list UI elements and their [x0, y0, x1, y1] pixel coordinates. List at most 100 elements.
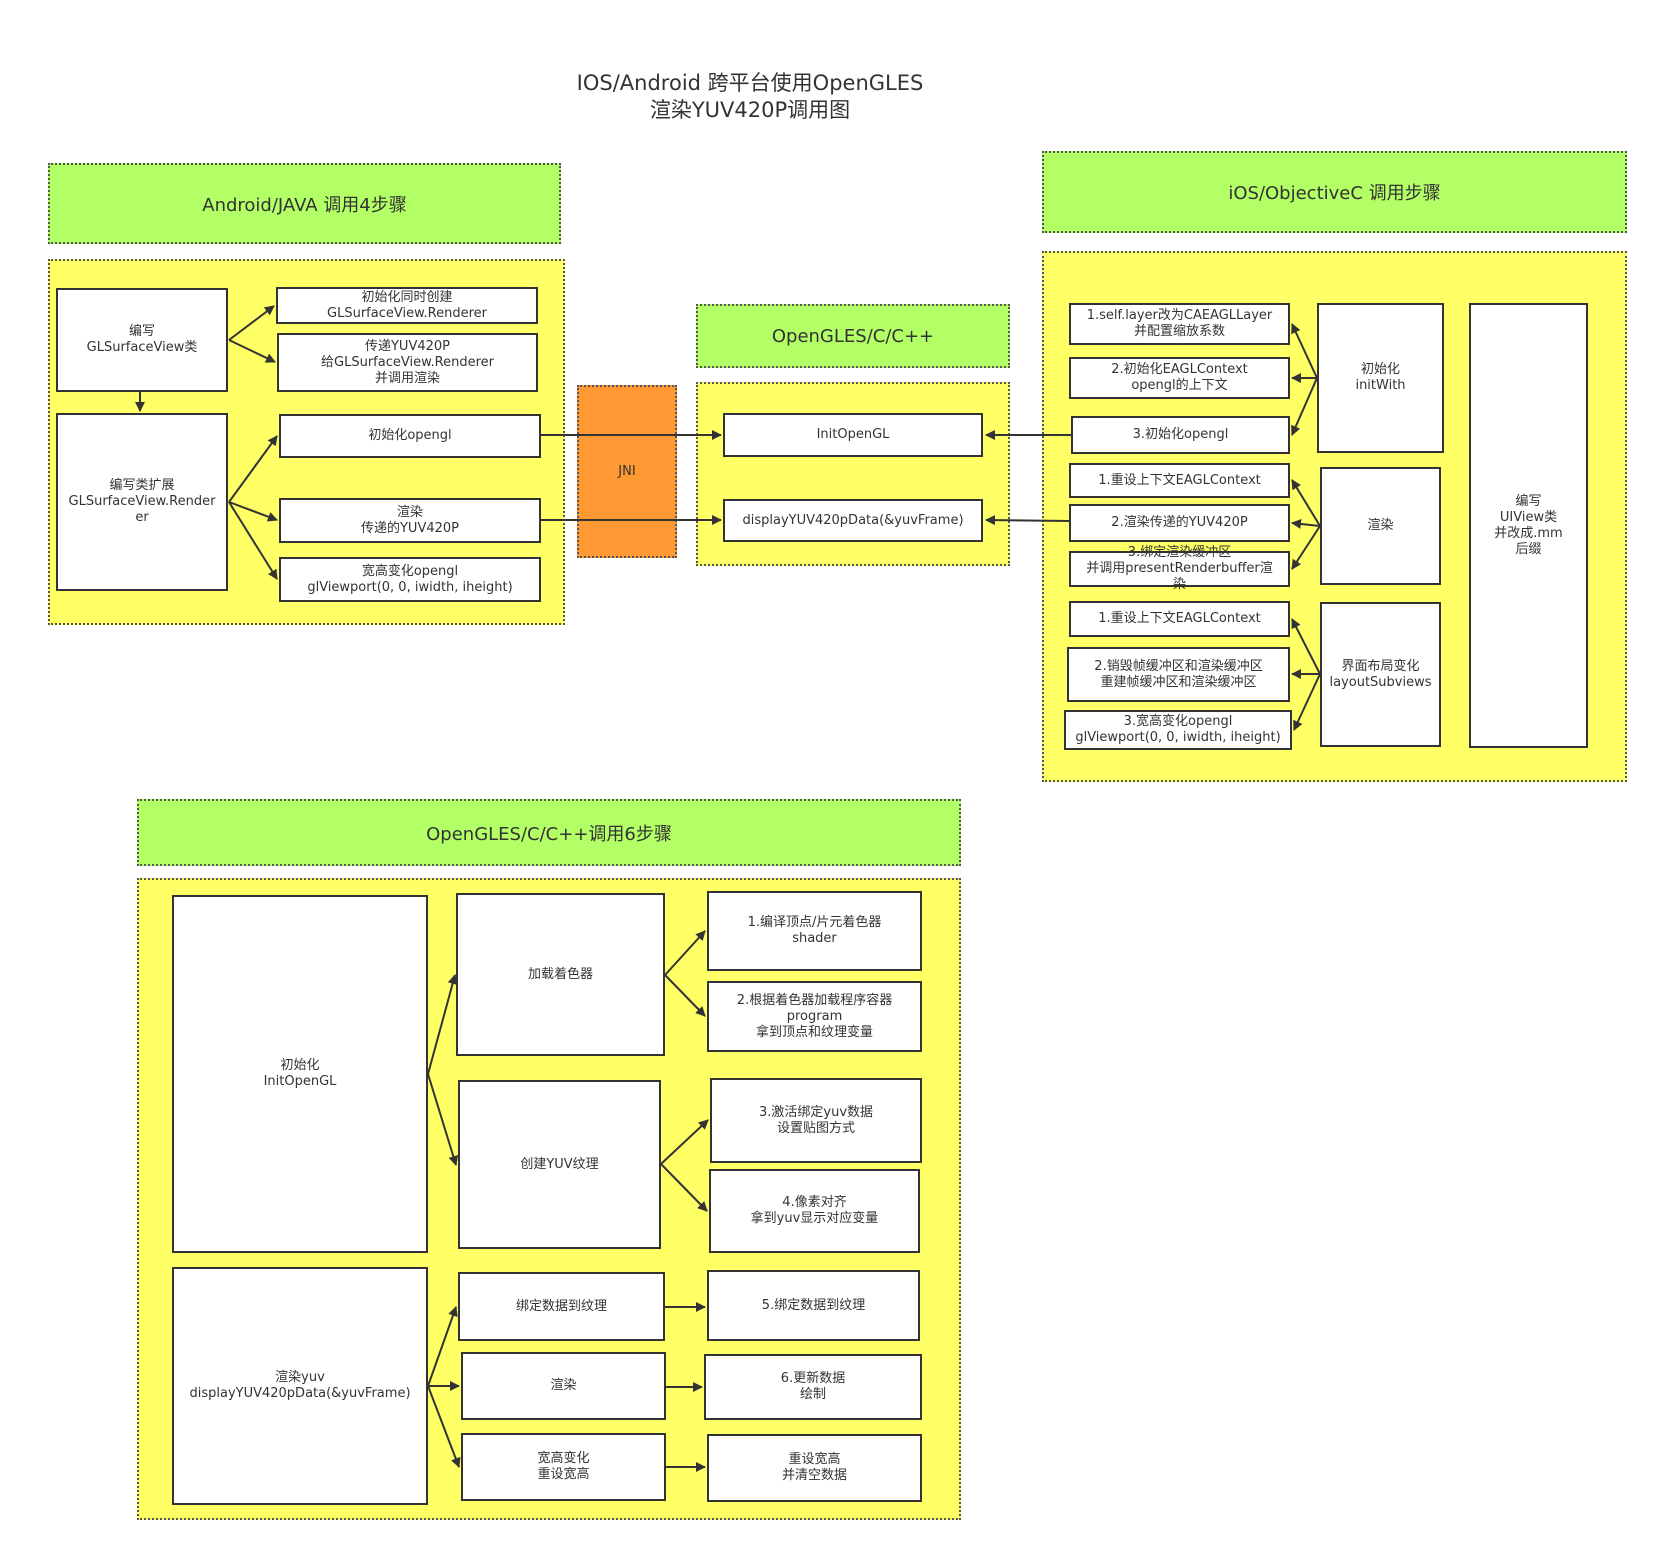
- box-line: 拿到yuv显示对应变量: [750, 1211, 879, 1226]
- box-ios-s3: 3.初始化opengl: [1071, 416, 1290, 454]
- box-android-init-opengl: 初始化opengl: [279, 414, 541, 458]
- box-line: 4.像素对齐: [782, 1195, 847, 1210]
- box-line: 重建帧缓冲区和渲染缓冲区: [1100, 674, 1257, 690]
- box-line: initWith: [1355, 378, 1406, 393]
- ios-header: iOS/ObjectiveC 调用步骤: [1042, 151, 1627, 233]
- box-line: 2.根据着色器加载程序容器: [736, 992, 893, 1008]
- box-line: glViewport(0, 0, iwidth, iheight): [1075, 730, 1281, 745]
- android-header: Android/JAVA 调用4步骤: [48, 163, 561, 244]
- box-line: 并调用渲染: [374, 370, 440, 386]
- box-line: 初始化opengl: [368, 428, 452, 443]
- connector-arrow: [1291, 323, 1318, 379]
- steps-header: OpenGLES/C/C++调用6步骤: [137, 799, 961, 866]
- box-line: 并调用presentRenderbuffer渲: [1086, 561, 1273, 576]
- box-line: opengl的上下文: [1131, 378, 1228, 393]
- box-line: 3.初始化opengl: [1132, 427, 1229, 442]
- box-android-render: 渲染传递的YUV420P: [279, 498, 541, 543]
- title-line-2: 渲染YUV420P调用图: [649, 98, 851, 122]
- box-line: 渲染: [1367, 518, 1394, 533]
- box-line: 并配置缩放系数: [1133, 324, 1225, 339]
- connector-arrow: [228, 339, 276, 363]
- core-header: OpenGLES/C/C++: [696, 304, 1010, 368]
- box-step-6: 6.更新数据绘制: [704, 1354, 922, 1420]
- box-step-5: 5.绑定数据到纹理: [707, 1270, 920, 1341]
- box-line: 重设宽高: [788, 1452, 841, 1467]
- box-bind-data: 绑定数据到纹理: [458, 1272, 665, 1341]
- box-line: 2.初始化EAGLContext: [1111, 362, 1248, 377]
- box-line: 1.self.layer改为CAEAGLLayer: [1086, 308, 1273, 323]
- box-line: 5.绑定数据到纹理: [761, 1297, 866, 1313]
- box-line: 后缀: [1515, 541, 1542, 557]
- box-line: 初始化: [280, 1058, 320, 1073]
- box-step-3: 3.激活绑定yuv数据设置贴图方式: [710, 1078, 922, 1163]
- box-line: 渲染: [396, 504, 423, 520]
- box-line: GLSurfaceView.Render: [68, 494, 216, 509]
- box-line: 3.绑定渲染缓冲区: [1127, 545, 1232, 560]
- connector-arrow: [228, 501, 278, 522]
- connector-arrow: [664, 974, 706, 1017]
- box-line: InitOpenGL: [816, 427, 890, 442]
- connector-arrow: [1291, 618, 1321, 675]
- box-steps-reset: 重设宽高并清空数据: [707, 1434, 922, 1502]
- connector-arrow: [427, 974, 458, 1075]
- box-line: program: [786, 1008, 843, 1024]
- connector-arrow: [228, 435, 278, 503]
- box-line: 2.渲染传递的YUV420P: [1111, 515, 1248, 530]
- connector-arrow: [228, 305, 275, 341]
- box-line: 创建YUV纹理: [520, 1156, 599, 1172]
- box-line: shader: [792, 931, 837, 946]
- box-line: 1.编译顶点/片元着色器: [747, 915, 882, 930]
- box-line: 3.激活绑定yuv数据: [758, 1104, 874, 1120]
- box-steps-resize: 宽高变化重设宽高: [461, 1433, 666, 1501]
- box-line: glViewport(0, 0, iwidth, iheight): [307, 579, 513, 595]
- box-line: 加载着色器: [527, 966, 593, 982]
- box-line: 1.重设上下文EAGLContext: [1098, 472, 1261, 488]
- box-ios-l2: 2.销毁帧缓冲区和渲染缓冲区重建帧缓冲区和渲染缓冲区: [1067, 647, 1290, 702]
- box-line: 编写类扩展: [109, 478, 175, 493]
- connector-arrow: [664, 930, 706, 976]
- connector-arrow: [228, 501, 278, 580]
- box-line: 设置贴图方式: [776, 1120, 855, 1136]
- box-line: layoutSubviews: [1329, 674, 1432, 690]
- box-create-yuv-texture: 创建YUV纹理: [458, 1080, 661, 1249]
- box-line: 传递的YUV420P: [360, 520, 459, 536]
- box-ios-l1: 1.重设上下文EAGLContext: [1069, 601, 1290, 637]
- box-line: 宽高变化: [537, 1451, 590, 1466]
- connector-arrow: [660, 1163, 708, 1212]
- box-line: 编写: [128, 324, 155, 339]
- box-ios-r3: 3.绑定渲染缓冲区并调用presentRenderbuffer渲染: [1069, 545, 1290, 592]
- box-line: 拿到顶点和纹理变量: [755, 1024, 873, 1040]
- diagram-title: IOS/Android 跨平台使用OpenGLES 渲染YUV420P调用图: [540, 70, 960, 124]
- box-line: 传递YUV420P: [364, 338, 450, 354]
- box-line: 3.宽高变化opengl: [1123, 714, 1233, 729]
- box-line: 初始化同时创建: [361, 289, 453, 305]
- box-line: 2.销毁帧缓冲区和渲染缓冲区: [1094, 658, 1263, 674]
- box-load-shader: 加载着色器: [456, 893, 665, 1056]
- box-line: 并改成.mm: [1494, 525, 1563, 541]
- box-line: 绑定数据到纹理: [515, 1298, 607, 1314]
- box-ios-render: 渲染: [1320, 467, 1441, 585]
- box-line: 重设宽高: [537, 1467, 590, 1482]
- box-line: 6.更新数据: [780, 1371, 846, 1386]
- title-line-1: IOS/Android 跨平台使用OpenGLES: [576, 71, 924, 95]
- box-line: GLSurfaceView.Renderer: [327, 305, 487, 321]
- box-line: 渲染yuv: [275, 1370, 325, 1385]
- box-line: 并清空数据: [781, 1468, 847, 1483]
- box-line: GLSurfaceView类: [86, 340, 198, 355]
- connector-arrow: [660, 1119, 709, 1165]
- box-line: 编写: [1515, 493, 1542, 509]
- box-ios-r2: 2.渲染传递的YUV420P: [1069, 504, 1290, 542]
- box-core-display: displayYUV420pData(&yuvFrame): [723, 499, 983, 542]
- box-line: 界面布局变化: [1341, 658, 1420, 674]
- box-line: 宽高变化opengl: [361, 563, 459, 579]
- connector-arrow: [1293, 673, 1321, 731]
